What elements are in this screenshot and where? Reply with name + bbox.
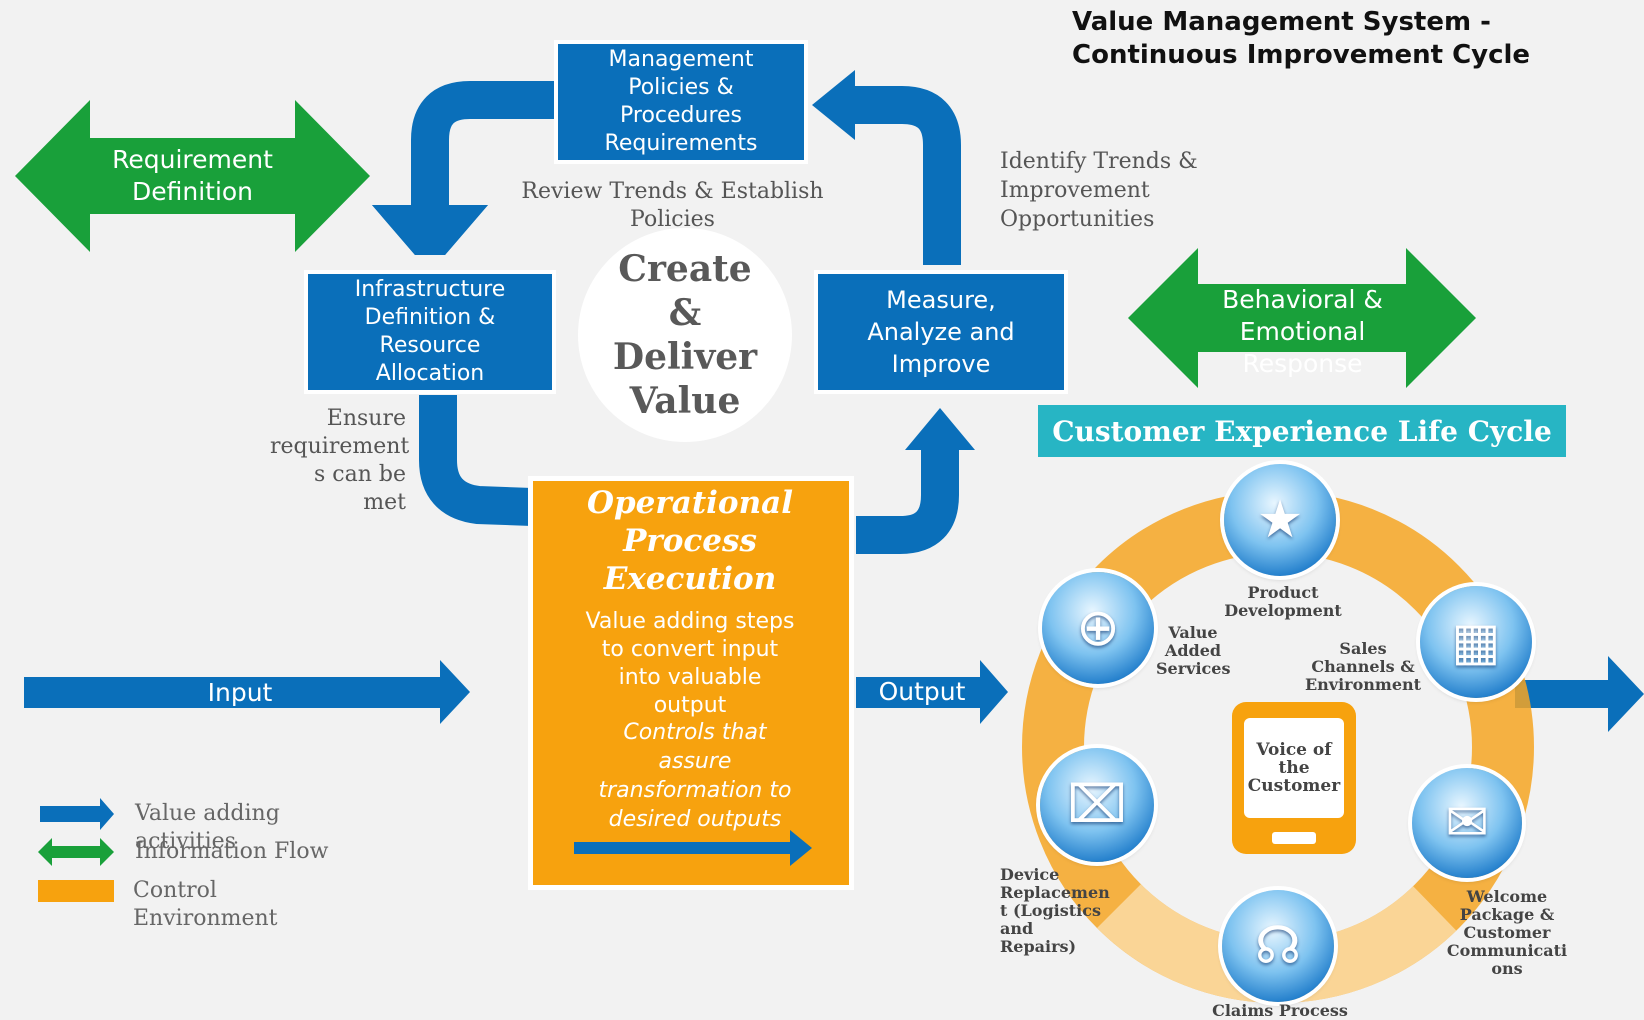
- operational-heading: Operational Process Execution: [587, 485, 793, 597]
- exit-arrow: [1515, 656, 1644, 732]
- legend-info-flow-label: Information Flow: [135, 839, 329, 864]
- arc-arrow-top-right: [855, 86, 961, 265]
- operational-process-box: [528, 476, 854, 890]
- output-arrow: [856, 660, 1008, 724]
- stage-product-label: Product Development: [1224, 583, 1342, 620]
- measure-box-label: Measure, Analyze and Improve: [867, 286, 1015, 378]
- operational-body: Value adding steps to convert input into…: [585, 609, 795, 718]
- payment-terminal-icon: ▦: [1420, 586, 1532, 698]
- legend-blue-arrow-icon: [40, 798, 114, 830]
- management-box-label: Management Policies & Procedures Require…: [604, 47, 758, 156]
- arrowhead-down: [372, 205, 488, 255]
- ensure-requirements-caption: Ensure requirement s can be met: [270, 406, 410, 515]
- green-double-arrow-left: [15, 100, 370, 252]
- measure-box: Measure, Analyze and Improve: [814, 270, 1068, 394]
- legend-green-arrow-icon: [38, 838, 114, 866]
- input-arrow: [24, 660, 470, 724]
- arc-arrow-top-left: [411, 81, 554, 205]
- infrastructure-box-label: Infrastructure Definition & Resource All…: [354, 277, 506, 386]
- operational-internal-arrow-icon: [574, 830, 812, 866]
- green-double-arrow-right: [1128, 248, 1476, 388]
- stage-sales-label: Sales Channels & Environment: [1304, 639, 1422, 694]
- operational-controls: Controls that assure transformation to d…: [598, 720, 792, 832]
- legend-orange-swatch-icon: [38, 880, 114, 902]
- cx-banner-label: Customer Experience Life Cycle: [1052, 414, 1552, 448]
- identify-trends-caption: Identify Trends & Improvement Opportunit…: [1000, 149, 1198, 232]
- chat-rating-icon: ★: [1224, 464, 1336, 576]
- mobile-plus-icon: ⊕: [1042, 572, 1154, 684]
- output-label: Output: [878, 677, 966, 706]
- voice-label: Voice of the Customer: [1247, 740, 1341, 796]
- requirement-definition-label: Requirement Definition: [112, 145, 273, 206]
- arrowhead-up: [905, 408, 975, 450]
- arc-arrow-bottom-left: [419, 395, 561, 527]
- voice-phone: Voice of the Customer: [1232, 702, 1356, 854]
- review-trends-caption: Review Trends & Establish Policies: [521, 179, 824, 232]
- arrowhead-left: [812, 70, 855, 140]
- mail-envelope-icon: ✉: [1412, 768, 1522, 878]
- legend-value-adding-label: Value adding activities: [135, 801, 280, 854]
- stage-device-label: Device Replacemen t (Logistics and Repai…: [1000, 865, 1110, 956]
- infrastructure-box: Infrastructure Definition & Resource All…: [304, 270, 556, 394]
- page-title: Value Management System - Continuous Imp…: [1072, 7, 1531, 70]
- legend-control-label: Control Environment: [133, 878, 278, 931]
- create-deliver-label: Create & Deliver Value: [612, 248, 758, 422]
- cx-banner: Customer Experience Life Cycle: [1038, 405, 1566, 457]
- stage-vas-label: Value Added Services: [1156, 623, 1231, 678]
- create-deliver-circle: Create & Deliver Value: [578, 228, 792, 442]
- mailbox-icon: ⌧: [1040, 748, 1154, 862]
- behavioral-response-label: Behavioral & Emotional Response: [1222, 285, 1383, 378]
- voice-phone-screen: Voice of the Customer: [1244, 718, 1344, 818]
- voice-phone-button: [1272, 832, 1316, 844]
- headset-support-icon: ☊: [1222, 890, 1334, 1002]
- arc-arrow-bottom-right: [856, 450, 959, 554]
- input-label: Input: [207, 678, 273, 707]
- stage-claims-label: Claims Process: [1212, 1001, 1348, 1020]
- stage-welcome-label: Welcome Package & Customer Communicati o…: [1446, 887, 1568, 978]
- management-box: Management Policies & Procedures Require…: [554, 40, 808, 164]
